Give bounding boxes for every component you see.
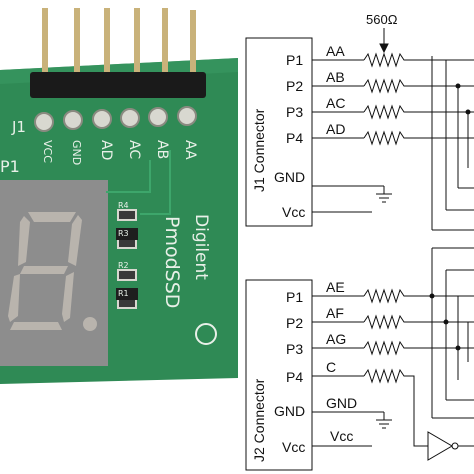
resistor-to-buffer [363,368,428,447]
resistor [363,340,430,356]
resistor-label: R2 [118,261,129,270]
segment-dp [83,317,97,331]
solder-pad [92,109,112,129]
pin-label: VCC [41,140,54,163]
header-pin [42,8,48,74]
pin-label: AB [154,140,170,159]
header-housing [30,72,206,98]
resistor-r4 [117,209,137,221]
j1-signal: AD [326,121,345,137]
digilent-logo [195,323,217,345]
pin-label: AC [126,140,142,159]
resistor-value: 560Ω [366,12,398,27]
j2-signal: AE [326,279,345,295]
segment-f [18,216,30,266]
junction-dot [455,83,461,89]
segment-e [8,274,20,322]
resistor [363,314,430,330]
j1-signal: AA [326,43,345,59]
j1-pin: P2 [286,78,303,94]
header-pin [104,8,110,74]
j2-signal-lines [312,288,474,461]
j2-signal: C [326,359,336,375]
resistor [363,288,430,304]
j2-signal: AF [326,305,344,321]
j1-signal: AC [326,95,345,111]
j2-title: J2 Connector [251,378,267,462]
pcb-trace [106,160,151,193]
j2-gnd-net: GND [326,395,357,411]
j1-gnd-label: GND [274,169,305,185]
header-pin [190,10,196,74]
j1-bus [430,56,474,231]
pcb-trace [140,150,171,215]
resistor [363,130,430,146]
buffer-gate [427,431,453,461]
solder-pads [34,106,197,132]
pcb-photo: J1 VCC GND AD AC AB AA P1 [0,8,238,384]
header-pins [30,8,206,98]
segment-c [62,272,74,322]
j1-signal: AB [326,69,345,85]
solder-pad [148,107,168,127]
segment-g [20,266,68,274]
j2-connector-box [245,279,313,471]
j2-signal: AG [326,331,346,347]
solder-pad [63,110,83,130]
segment-d [10,322,62,330]
j2-pin: P2 [286,315,303,331]
resistor-label: R3 [118,229,129,238]
solder-pad [34,112,54,132]
segment-a [28,212,76,222]
pin-labels: VCC GND AD AC AB AA [41,140,198,165]
schematic-labels: 560Ω J1 Connector P1 P2 P3 P4 GND Vcc AA… [251,12,398,462]
resistor-r2 [117,269,137,281]
j2-pin: P4 [286,369,303,385]
resistor-body [116,288,138,300]
display-label: P1 [0,157,20,176]
seven-segment-display [0,180,108,366]
j2-vcc-net: Vcc [330,428,353,444]
j1-title: J1 Connector [251,108,267,192]
header-label: J1 [11,118,26,136]
pin-label: GND [70,140,83,165]
junction-dot [465,109,471,115]
j1-signal-lines [312,52,430,213]
solder-pad [177,106,197,126]
schematic [245,28,474,471]
j1-connector-box [245,37,313,227]
j2-gnd-label: GND [274,403,305,419]
header-pin [162,8,168,74]
pin-label: AA [182,140,198,160]
j2-bus [429,247,474,419]
value-arrowhead [379,43,389,54]
pin-label: AD [98,140,114,160]
resistor [363,52,430,68]
header-pin [134,8,140,74]
resistor [363,104,430,120]
resistor-body [116,228,138,240]
smd-resistors: R4 R3 R2 R1 [116,201,138,309]
j1-pin: P1 [286,52,303,68]
junction-dot [443,319,449,325]
junction-dot [455,345,461,351]
j1-pin: P3 [286,104,303,120]
product-text: PmodSSD [161,216,183,308]
display-segments [8,212,97,331]
header-pin [74,8,80,74]
j1-pin: P4 [286,130,303,146]
solder-pad [120,108,140,128]
resistor-label: R1 [118,289,129,298]
j2-vcc-label: Vcc [282,439,305,455]
j2-pin: P3 [286,341,303,357]
j1-vcc-label: Vcc [282,204,305,220]
j2-pin: P1 [286,289,303,305]
resistor-label: R4 [118,201,129,210]
resistor [363,78,430,94]
segment-b [68,215,82,266]
junction-dot [429,293,435,299]
brand-text: Digilent [191,214,211,280]
